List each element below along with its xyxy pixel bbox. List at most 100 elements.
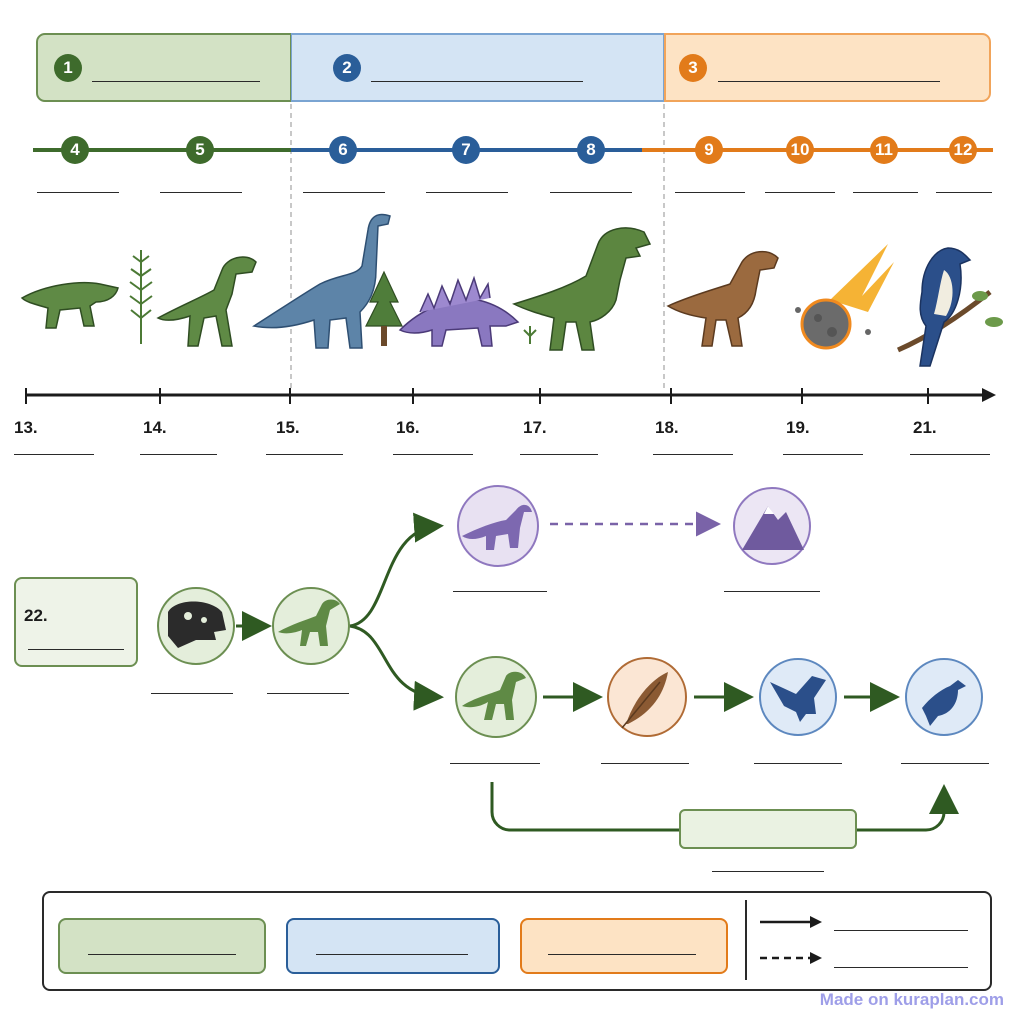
period-blank-9[interactable]: [675, 192, 745, 193]
node-modern-bird: [905, 658, 983, 736]
bracket-label-box[interactable]: [679, 809, 857, 849]
era-number-3: 3: [679, 54, 707, 82]
theropod-blank[interactable]: [450, 763, 540, 764]
legend-blank-blue[interactable]: [316, 954, 468, 955]
fern-icon: [129, 250, 153, 344]
timeline-blank-19[interactable]: [783, 454, 863, 455]
sauropod-blank[interactable]: [453, 591, 547, 592]
period-blank-7[interactable]: [426, 192, 508, 193]
era-answer-blank-3[interactable]: [718, 81, 940, 82]
node-feather: [607, 657, 687, 737]
modern-bird-blank[interactable]: [901, 763, 989, 764]
sauropod-icon: [252, 213, 391, 349]
timeline-label-17: 17.: [523, 418, 547, 437]
timeline-blank-15[interactable]: [266, 454, 343, 455]
small-dinosaur-icon: [278, 599, 340, 646]
timeline-blank-13[interactable]: [14, 454, 94, 455]
timeline-graphic: [20, 104, 1003, 404]
timeline-arrowhead: [982, 388, 996, 402]
t-rex-icon: [511, 227, 652, 351]
period-marker-6: 6: [329, 136, 357, 164]
era-answer-blank-2[interactable]: [371, 81, 583, 82]
timeline-label-13: 13.: [14, 418, 38, 437]
node-small-dinosaur: [272, 587, 350, 665]
legend: [42, 891, 992, 991]
period-blank-8[interactable]: [550, 192, 632, 193]
period-marker-8: 8: [577, 136, 605, 164]
arrow-branch-up: [349, 512, 444, 628]
period-marker-5: 5: [186, 136, 214, 164]
meteor-icon: [795, 244, 894, 350]
period-blank-10[interactable]: [765, 192, 835, 193]
node-archaic-bird: [759, 658, 837, 736]
start-label: 22.: [24, 606, 48, 625]
timeline-label-18: 18.: [655, 418, 679, 437]
skull-fossil-icon: [168, 601, 226, 648]
timeline-ticks: [25, 388, 929, 404]
stegosaurus-icon: [398, 275, 520, 347]
timeline-blank-18[interactable]: [653, 454, 733, 455]
sauropod-icon: [462, 504, 532, 550]
legend-arrows: [745, 900, 822, 980]
archaic-bird-icon: [770, 676, 826, 722]
timeline-label-21: 21.: [913, 418, 937, 437]
evolution-diagram: [157, 485, 983, 849]
watermark[interactable]: Made on kuraplan.com: [819, 990, 1004, 1009]
legend-blank-dashed[interactable]: [834, 967, 968, 968]
start-blank[interactable]: [28, 649, 124, 650]
period-marker-12: 12: [949, 136, 977, 164]
legend-blank-solid[interactable]: [834, 930, 968, 931]
legend-blank-orange[interactable]: [548, 954, 696, 955]
modern-bird-icon: [896, 247, 1003, 367]
era-number-1: 1: [54, 54, 82, 82]
period-marker-11: 11: [870, 136, 898, 164]
feathered-raptor-icon: [666, 250, 779, 347]
fossil-blank[interactable]: [151, 693, 233, 694]
timeline-blank-17[interactable]: [520, 454, 598, 455]
legend-blank-green[interactable]: [88, 954, 236, 955]
node-theropod: [455, 656, 537, 738]
early-reptile-icon: [20, 281, 119, 329]
conifer-icon: [365, 270, 403, 346]
node-sauropod: [457, 485, 539, 567]
timeline-label-19: 19.: [786, 418, 810, 437]
legend-era-blue: [286, 918, 500, 974]
era-answer-blank-1[interactable]: [92, 81, 260, 82]
period-blank-11[interactable]: [853, 192, 918, 193]
era-box-3: 3: [664, 33, 991, 102]
timeline-blank-16[interactable]: [393, 454, 473, 455]
archaic-bird-blank[interactable]: [754, 763, 842, 764]
arrow-branch-down: [349, 624, 444, 711]
timeline-label-15: 15.: [276, 418, 300, 437]
theropod-icon: [462, 671, 526, 720]
timeline-label-14: 14.: [143, 418, 167, 437]
small-plant-icon: [523, 326, 537, 344]
timeline-blank-14[interactable]: [140, 454, 217, 455]
period-blank-5[interactable]: [160, 192, 242, 193]
mountain-blank[interactable]: [724, 591, 820, 592]
period-blank-12[interactable]: [936, 192, 992, 193]
node-skull-fossil: [157, 587, 235, 665]
period-blank-4[interactable]: [37, 192, 119, 193]
timeline-label-16: 16.: [396, 418, 420, 437]
feather-blank[interactable]: [601, 763, 689, 764]
bracket-left: [490, 782, 680, 832]
early-theropod-icon: [156, 256, 257, 347]
bracket-right: [856, 784, 959, 832]
start-box: 22.: [14, 577, 138, 667]
node-mountain: [733, 487, 811, 565]
era-box-2: 2: [291, 33, 665, 102]
era-number-2: 2: [333, 54, 361, 82]
period-marker-10: 10: [786, 136, 814, 164]
era-box-1: 1: [36, 33, 292, 102]
small-dinosaur-blank[interactable]: [267, 693, 349, 694]
legend-era-orange: [520, 918, 728, 974]
legend-era-green: [58, 918, 266, 974]
period-blank-6[interactable]: [303, 192, 385, 193]
timeline-blank-21[interactable]: [910, 454, 990, 455]
bracket-blank[interactable]: [712, 871, 824, 872]
modern-bird-icon: [922, 680, 966, 726]
mountain-icon: [742, 506, 804, 550]
period-marker-9: 9: [695, 136, 723, 164]
